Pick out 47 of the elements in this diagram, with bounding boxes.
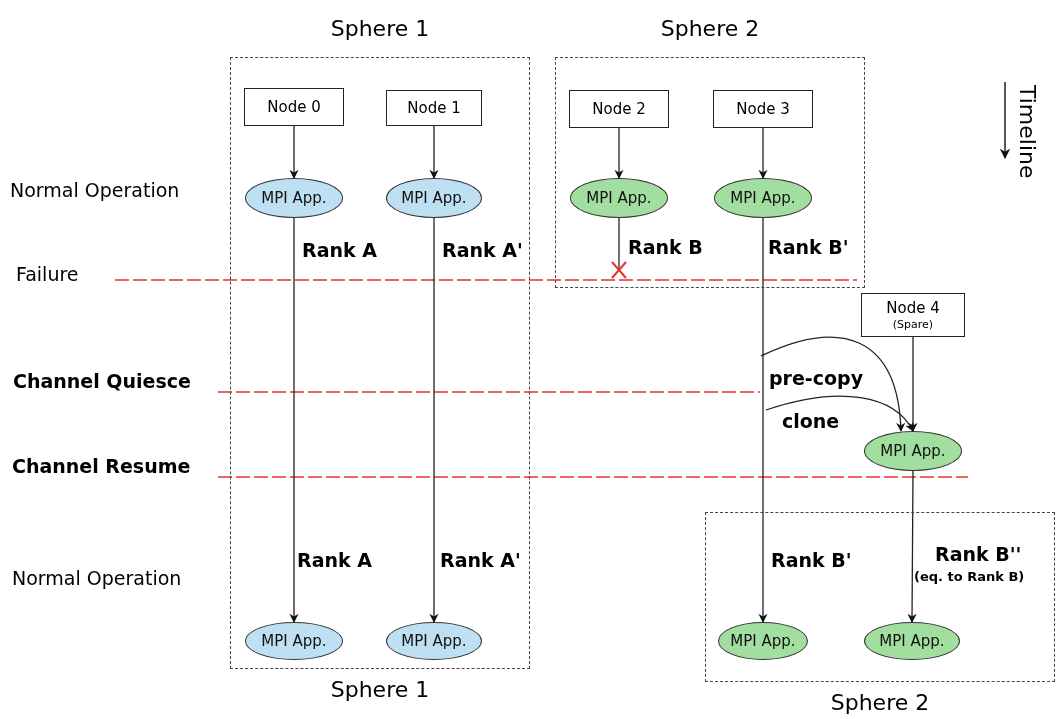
app-ellipse: MPI App.	[245, 622, 343, 660]
row-label: Normal Operation	[10, 178, 180, 203]
app-ellipse: MPI App.	[864, 431, 962, 471]
arrow	[908, 336, 918, 432]
app-ellipse: MPI App.	[864, 622, 960, 660]
row-label: Rank A'	[440, 548, 521, 573]
app-ellipse: MPI App.	[245, 178, 343, 218]
app-ellipse: MPI App.	[570, 178, 668, 218]
node-box	[713, 90, 813, 128]
row-label: Rank B''	[935, 542, 1022, 567]
timeline-label: Timeline	[1014, 85, 1041, 179]
group-heading: Sphere 2	[659, 15, 761, 43]
note-label: (eq. to Rank B)	[914, 568, 1025, 586]
node-title: Node 2	[592, 99, 646, 119]
row-label: Rank B'	[771, 548, 852, 573]
row-label: Normal Operation	[12, 566, 182, 591]
row-label: Rank A	[297, 548, 372, 573]
row-label: Channel Resume	[12, 454, 191, 479]
arrow	[614, 127, 624, 179]
arrow	[289, 125, 299, 179]
app-ellipse: MPI App.	[386, 622, 482, 660]
arrow	[429, 217, 439, 623]
group-heading: Sphere 1	[329, 15, 431, 43]
connector-line	[618, 217, 620, 271]
node-title: Node 0	[267, 97, 321, 117]
row-label: Channel Quiesce	[13, 369, 191, 394]
arrow	[289, 217, 299, 623]
arrow	[765, 395, 914, 432]
app-ellipse: MPI App.	[718, 622, 808, 660]
node-title: Node 1	[407, 98, 461, 118]
node-subtitle: (Spare)	[892, 317, 934, 332]
group-caption: Sphere 2	[829, 689, 931, 717]
arrow	[907, 470, 917, 623]
node-title: Node 3	[736, 99, 790, 119]
node-title: Node 4	[886, 298, 940, 318]
arrow	[429, 125, 439, 179]
row-label: Failure	[16, 262, 79, 287]
arrow	[760, 336, 905, 432]
node-box	[569, 90, 669, 128]
app-ellipse: MPI App.	[386, 178, 482, 218]
app-ellipse: MPI App.	[714, 178, 812, 218]
group-caption: Sphere 1	[329, 676, 431, 704]
arrow	[758, 217, 768, 623]
node-box	[386, 90, 482, 126]
arrow	[758, 127, 768, 179]
node-box	[861, 293, 965, 337]
node-box	[244, 88, 344, 126]
